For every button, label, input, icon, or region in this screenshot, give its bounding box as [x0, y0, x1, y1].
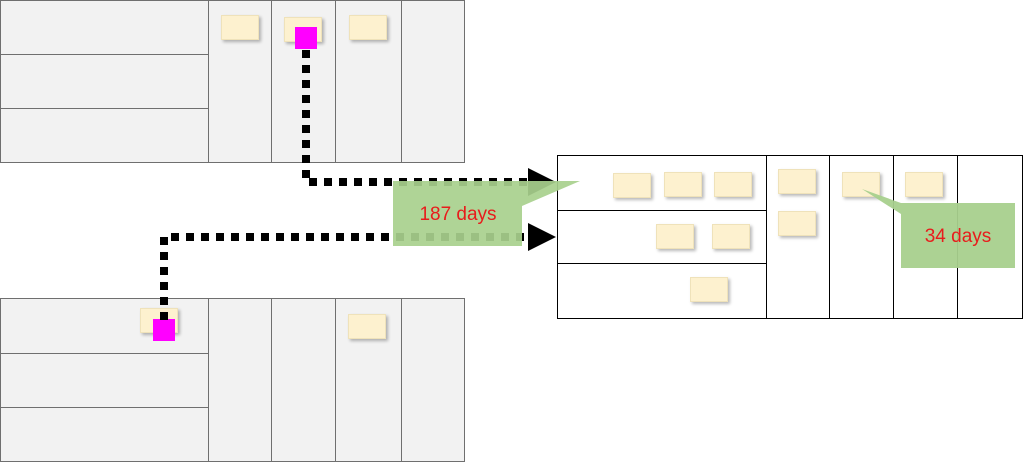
callout-box-cycle-time [862, 189, 1015, 268]
swimlane [0, 54, 209, 109]
board-column [208, 298, 272, 462]
right-board [557, 155, 1024, 319]
swimlane [0, 108, 209, 163]
sticky-note [842, 172, 880, 197]
start-marker [153, 319, 175, 341]
lead-time-label: 187 days [419, 204, 497, 225]
start-marker [295, 27, 317, 49]
sticky-note [664, 172, 702, 197]
sticky-note [712, 224, 750, 249]
swimlane [557, 263, 768, 319]
sticky-note [613, 173, 651, 198]
sticky-note [656, 224, 694, 249]
swimlane [0, 353, 209, 408]
top-left-board [0, 0, 465, 163]
sticky-note [778, 211, 816, 236]
cycle-time-label: 34 days [924, 226, 992, 247]
sticky-note [778, 169, 816, 194]
sticky-note [349, 15, 387, 40]
bottom-left-board [0, 298, 465, 462]
board-column [401, 298, 465, 462]
board-column [401, 0, 465, 163]
arrowhead [528, 223, 556, 251]
sticky-note [905, 172, 943, 197]
sticky-note [714, 172, 752, 197]
board-column [766, 155, 831, 319]
dotted-flow-path [160, 233, 528, 320]
sticky-note [690, 277, 728, 302]
sticky-note [348, 314, 386, 339]
callout-box-lead-time [393, 181, 580, 246]
dotted-flow-path [302, 50, 528, 186]
swimlane [0, 0, 209, 55]
board-column [271, 298, 336, 462]
sticky-note [221, 15, 259, 40]
